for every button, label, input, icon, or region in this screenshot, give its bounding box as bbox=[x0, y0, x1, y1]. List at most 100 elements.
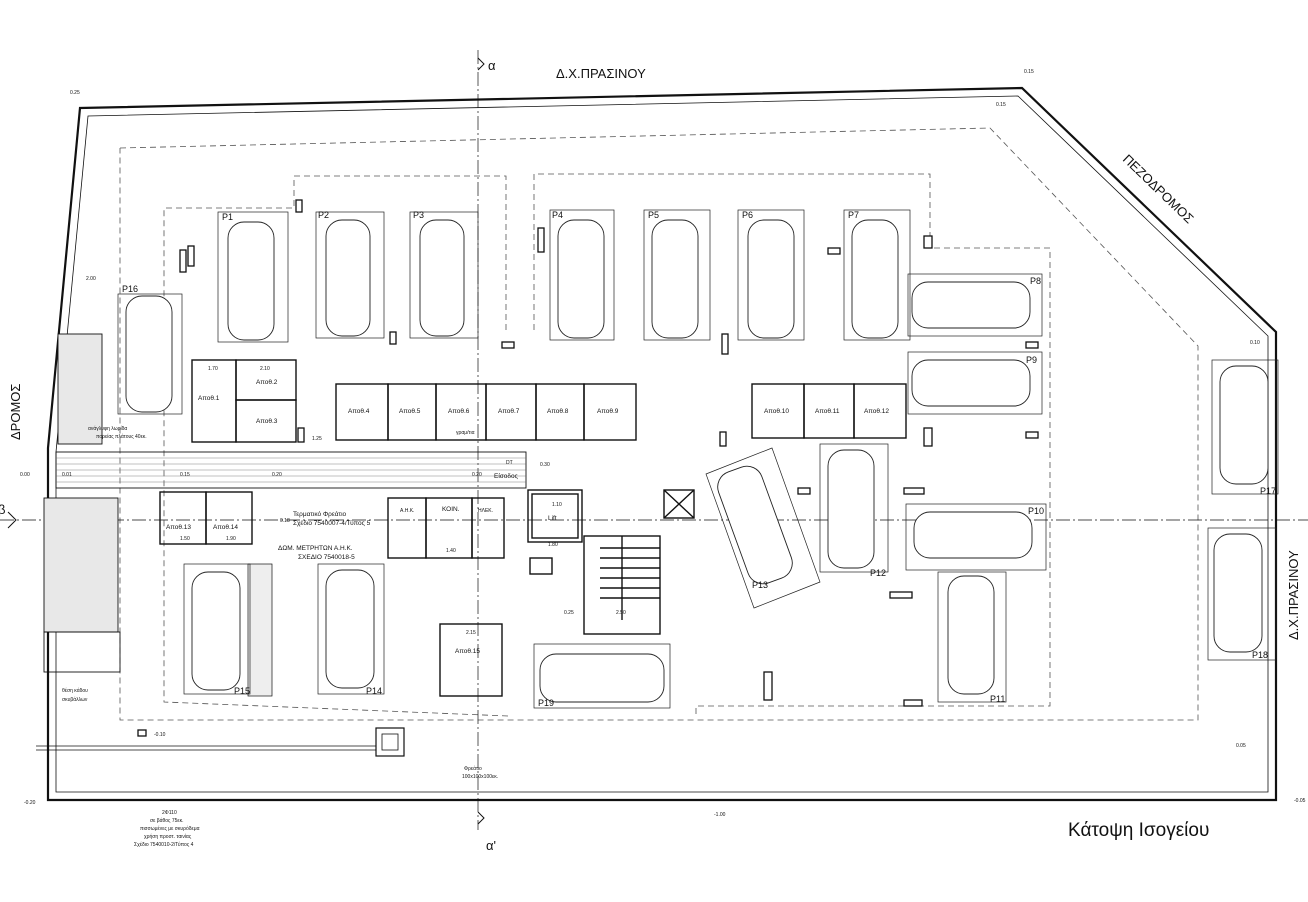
bin-note: θέση κάδου bbox=[62, 687, 88, 694]
planter-bottom bbox=[43, 497, 119, 633]
level-mark: 0.30 bbox=[540, 462, 550, 468]
stair-core bbox=[529, 489, 695, 635]
storage-label: Αποθ.11 bbox=[815, 408, 840, 415]
pipe-note: Σχέδιο 7540010-2/Τύπος 4 bbox=[134, 841, 194, 848]
room-dt: DT bbox=[506, 460, 513, 466]
dimension: 1.10 bbox=[552, 502, 562, 508]
dimension: 1.50 bbox=[180, 536, 190, 542]
room-lift: Lift bbox=[548, 515, 557, 522]
storage-label: Αποθ.5 bbox=[399, 408, 421, 415]
storage-label: Αποθ.3 bbox=[256, 418, 278, 425]
section-a-top: α bbox=[488, 58, 496, 73]
bin-note: σκυβάλλων bbox=[62, 696, 88, 703]
street-left: ΔΡΟΜΟΣ bbox=[8, 384, 23, 440]
storage-label: Αποθ.9 bbox=[597, 408, 619, 415]
parking-label: P1 bbox=[222, 212, 233, 222]
level-mark: 0.05 bbox=[1236, 743, 1246, 749]
dimension: 2.00 bbox=[86, 276, 96, 282]
pit-note: Φρεάτιο bbox=[464, 765, 482, 772]
parking-label: P4 bbox=[552, 210, 563, 220]
dimension: 0.25 bbox=[564, 610, 574, 616]
dimension: 1.25 bbox=[312, 436, 322, 442]
parking-bays bbox=[117, 209, 1279, 709]
dimension: 2.50 bbox=[616, 610, 626, 616]
cars bbox=[125, 219, 1269, 703]
mailbox: γραμ/τια bbox=[456, 430, 475, 436]
parking-label: P12 bbox=[870, 568, 886, 578]
parking-label: P11 bbox=[990, 694, 1005, 704]
dimension: 1.70 bbox=[208, 366, 218, 372]
parking-label: P10 bbox=[1028, 506, 1044, 516]
parking-label: P13 bbox=[752, 580, 768, 590]
dimension: 2.15 bbox=[466, 630, 476, 636]
accessible-hatch bbox=[247, 563, 273, 697]
storage-label: Αποθ.6 bbox=[448, 408, 470, 415]
pit bbox=[375, 727, 405, 757]
level-mark: -0.20 bbox=[24, 800, 36, 806]
parking-label: P14 bbox=[366, 686, 382, 696]
terminal-note: Σχέδιο 7540007-4/Τύπος 5 bbox=[293, 519, 371, 527]
parking-label: P8 bbox=[1030, 276, 1041, 286]
building-line bbox=[166, 175, 507, 330]
dimension: 2.10 bbox=[260, 366, 270, 372]
site-boundary bbox=[46, 86, 1278, 802]
walkway-grid bbox=[56, 457, 526, 483]
level-mark: 0.00 bbox=[20, 472, 30, 478]
level-mark: 0.20 bbox=[272, 472, 282, 478]
level-mark: 0.20 bbox=[472, 472, 482, 478]
planter-note: πορείας πλάτους 40εκ. bbox=[96, 433, 147, 440]
planter-top bbox=[57, 333, 103, 445]
dimension: 1.90 bbox=[226, 536, 236, 542]
section-b: β bbox=[0, 502, 5, 517]
room-entrance: Είσοδος bbox=[494, 472, 518, 480]
level-mark: 0.25 bbox=[70, 90, 80, 96]
plan-title: Κάτοψη Ισογείου bbox=[1068, 820, 1209, 841]
parking-label: P9 bbox=[1026, 355, 1037, 365]
setback-line bbox=[119, 127, 1199, 721]
parking-label: P18 bbox=[1252, 650, 1268, 660]
pipe-note: χρήση προστ. ταινίας bbox=[144, 833, 192, 840]
bin-area bbox=[43, 631, 121, 673]
level-mark: 0.10 bbox=[1250, 340, 1260, 346]
level-mark: -1.00 bbox=[714, 812, 726, 818]
pipe-note: σε βάθος 75εκ. bbox=[150, 817, 184, 824]
terminal-note: Τερματικό Φρεάτιο bbox=[293, 510, 347, 518]
pipe-note: πισσωμένες με σκυρόδεμα bbox=[140, 825, 200, 832]
storage-label: Αποθ.1 bbox=[198, 395, 220, 402]
pipe-note: 2Φ110 bbox=[162, 810, 177, 816]
level-mark: 0.15 bbox=[1024, 69, 1034, 75]
parking-label: P17 bbox=[1260, 486, 1276, 496]
parking-label: P6 bbox=[742, 210, 753, 220]
storage-rooms bbox=[159, 359, 907, 697]
meter-room-note: ΣΧΕΔΙΟ 7540018-5 bbox=[298, 554, 355, 561]
level-mark: 0.15 bbox=[996, 102, 1006, 108]
parking-label: P15 bbox=[234, 686, 250, 696]
parking-label: P2 bbox=[318, 210, 329, 220]
storage-label: Αποθ.4 bbox=[348, 408, 370, 415]
room-koin: ΚΟΙΝ. bbox=[442, 506, 460, 513]
street-top: Δ.Χ.ΠΡΑΣΙΝΟΥ bbox=[556, 66, 646, 81]
meter-room-note: ΔΩΜ. ΜΕΤΡΗΤΩΝ Α.Η.Κ. bbox=[278, 545, 353, 552]
room-ahk: Α.Η.Κ. bbox=[400, 508, 414, 514]
parking-label: P19 bbox=[538, 698, 554, 708]
storage-label: Αποθ.12 bbox=[864, 408, 889, 415]
columns bbox=[137, 199, 1039, 737]
storage-label: Αποθ.10 bbox=[764, 408, 789, 415]
street-right: Δ.Χ.ΠΡΑΣΙΝΟΥ bbox=[1286, 550, 1301, 640]
dimension: 1.40 bbox=[446, 548, 456, 554]
storage-label: Αποθ.7 bbox=[498, 408, 520, 415]
level-mark: 0.15 bbox=[180, 472, 190, 478]
dimension: 1.80 bbox=[548, 542, 558, 548]
level-mark: 0.18 bbox=[280, 518, 290, 524]
parking-label: P5 bbox=[648, 210, 659, 220]
section-a-bottom: α' bbox=[486, 838, 496, 853]
parking-label: P16 bbox=[122, 284, 138, 294]
level-mark: -0.05 bbox=[1294, 798, 1306, 804]
level-mark: 0.01 bbox=[62, 472, 72, 478]
storage-label: Αποθ.14 bbox=[213, 524, 238, 531]
storage-label: Αποθ.2 bbox=[256, 379, 278, 386]
level-mark: -0.10 bbox=[154, 732, 166, 738]
storage-label: Αποθ.13 bbox=[166, 524, 191, 531]
